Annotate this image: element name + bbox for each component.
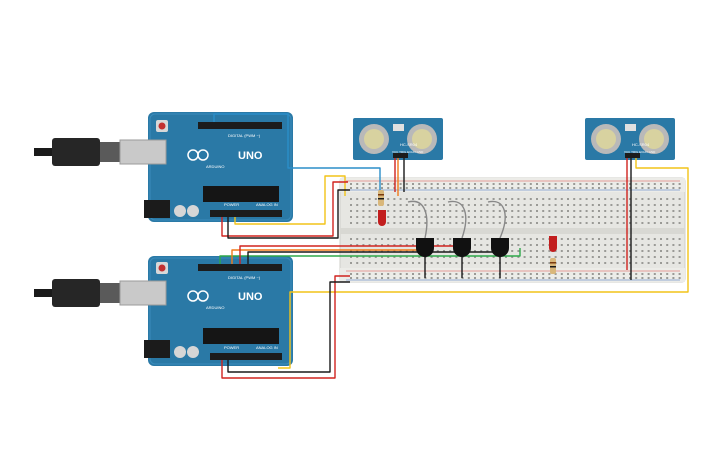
wire-black-bottom — [227, 281, 350, 373]
arduino-logo-top — [187, 149, 209, 161]
wire-black-top — [227, 189, 350, 239]
wire-red-bottom — [221, 275, 350, 379]
analog-label: ANALOG IN — [256, 202, 278, 207]
wire-green-signal — [219, 248, 521, 264]
transistor-2[interactable] — [453, 238, 471, 257]
uno-label: UNO — [238, 291, 263, 303]
arduino-logo-bottom — [187, 290, 209, 302]
ultrasonic-sensor-right[interactable]: HC-SR04 VCC TRIG ECHO GND — [585, 118, 675, 160]
sensor-pins-label: VCC TRIG ECHO GND — [392, 150, 424, 154]
power-jack-top — [144, 200, 170, 218]
sensor-model-label: HC-SR04 — [400, 142, 418, 147]
analog-label: ANALOG IN — [256, 345, 278, 350]
sensor-pins-label: VCC TRIG ECHO GND — [624, 150, 656, 154]
power-label: POWER — [224, 202, 239, 207]
transistor-3[interactable] — [491, 238, 509, 257]
sensor-model-label: HC-SR04 — [632, 142, 650, 147]
wire-sensor-right-echo — [278, 158, 689, 369]
digital-label: DIGITAL (PWM ~) — [228, 133, 261, 138]
arduino-board-top[interactable]: UNO ARDUINO DIGITAL (PWM ~) POWER ANALOG… — [34, 112, 293, 222]
usb-cable-top — [34, 138, 167, 166]
wire-red-top — [221, 181, 348, 237]
brand-label: ARDUINO — [206, 305, 224, 310]
ultrasonic-sensor-left[interactable]: HC-SR04 VCC TRIG ECHO GND — [353, 118, 443, 160]
uno-label: UNO — [238, 150, 263, 162]
wire-yellow-top — [234, 175, 346, 225]
resistor-bottom[interactable] — [550, 258, 556, 274]
wire-blue-signal — [213, 113, 381, 196]
usb-cable-bottom — [34, 279, 167, 307]
resistor-top[interactable] — [378, 190, 384, 206]
power-jack-bottom — [144, 340, 170, 358]
power-label: POWER — [224, 345, 239, 350]
brand-label: ARDUINO — [206, 164, 224, 169]
breadboard[interactable] — [339, 177, 686, 283]
transistor-1[interactable] — [416, 238, 434, 257]
digital-label: DIGITAL (PWM ~) — [228, 275, 261, 280]
led-right[interactable] — [549, 236, 557, 252]
arduino-board-bottom[interactable]: UNO ARDUINO DIGITAL (PWM ~) POWER ANALOG… — [34, 256, 293, 366]
led-left[interactable] — [378, 210, 386, 226]
